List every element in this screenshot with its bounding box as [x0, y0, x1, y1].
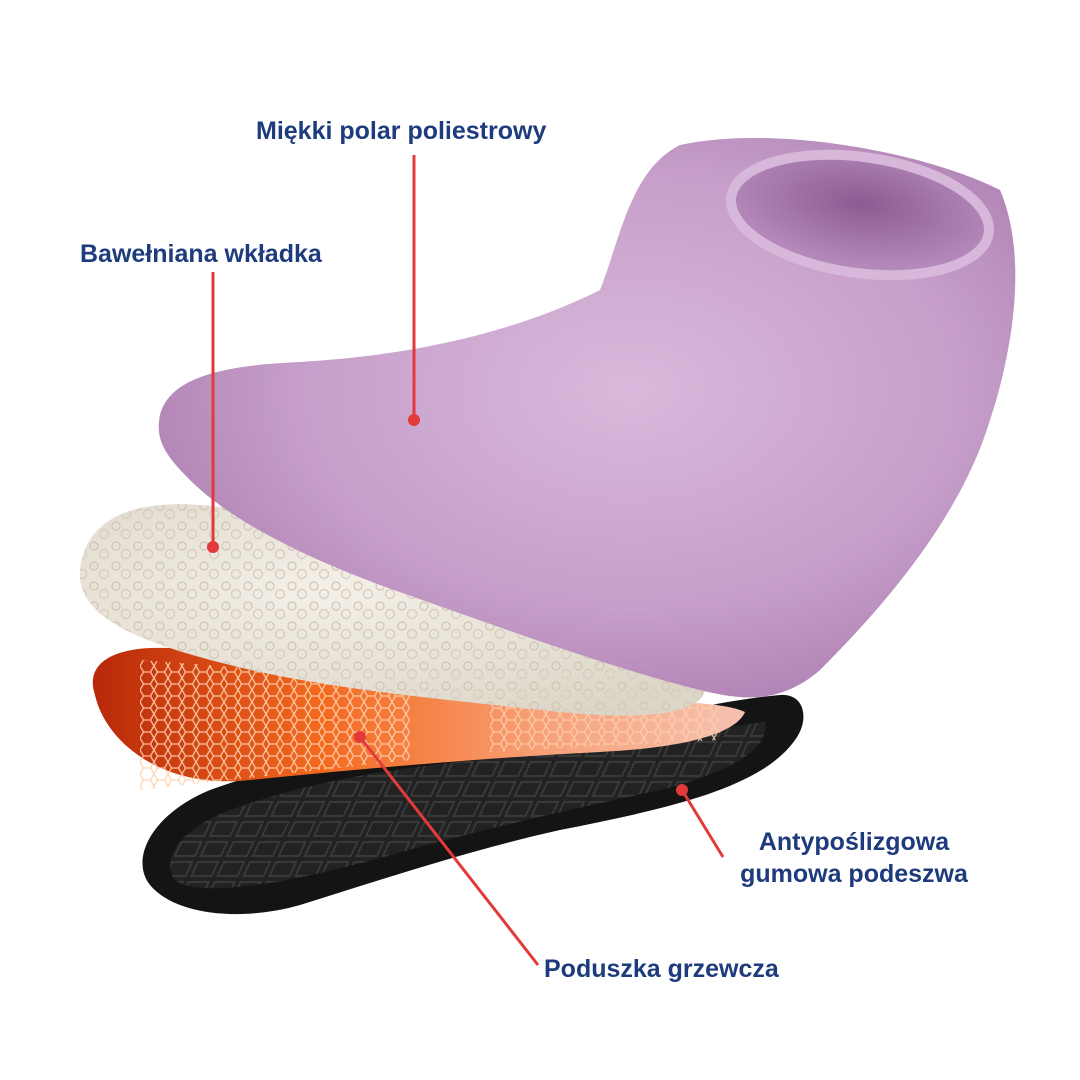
label-insole: Bawełniana wkładka: [80, 240, 322, 268]
callout-line-heating-pad: [358, 736, 540, 966]
callout-dot-insole: [207, 541, 219, 553]
callout-dot-heating-pad: [354, 731, 366, 743]
cotton-insole: [79, 504, 705, 716]
label-heating-pad: Poduszka grzewcza: [544, 955, 779, 983]
callout-dot-sole: [676, 784, 688, 796]
callout-lines: [207, 155, 725, 966]
label-sole-line2: gumowa podeszwa: [740, 860, 968, 888]
callout-dot-polar: [408, 414, 420, 426]
label-sole-line1: Antypoślizgowa: [758, 828, 950, 856]
label-polar: Miękki polar poliestrowy: [256, 117, 547, 145]
rubber-sole: [142, 694, 804, 915]
fleece-boot: [158, 137, 1016, 698]
callout-line-sole: [680, 789, 725, 858]
label-sole: Antypoślizgowa gumowa podeszwa: [728, 826, 980, 890]
